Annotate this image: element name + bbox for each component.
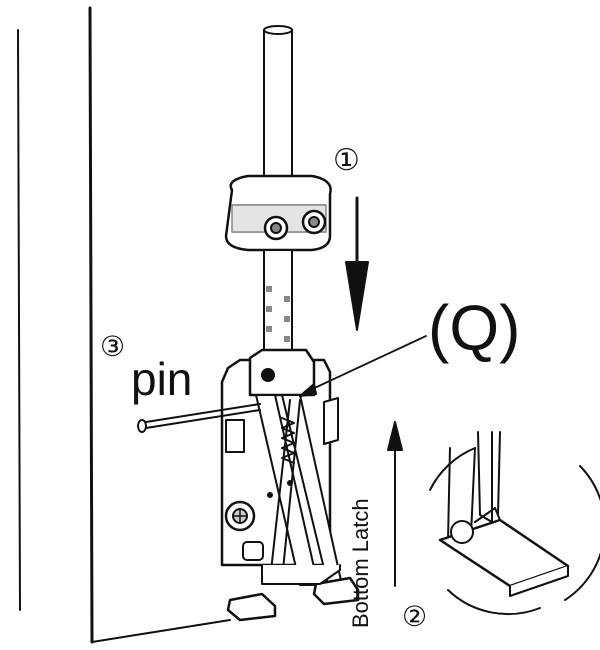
door-panel — [17, 6, 231, 644]
step-1-label: ① — [333, 143, 360, 178]
lower-rod — [263, 249, 293, 361]
up-arrow-icon — [387, 421, 403, 587]
magnified-latch-detail-icon — [419, 431, 600, 616]
rod-clamp-block — [224, 174, 332, 252]
bottom-latch-label: Bottom Latch — [348, 498, 373, 628]
pin-label: pin — [131, 353, 193, 405]
down-arrow-icon — [345, 196, 369, 331]
q-label: (Q) — [428, 292, 521, 364]
step-3-label: ③ — [100, 330, 126, 363]
step-2-label: ② — [402, 600, 428, 633]
q-leader-line — [299, 335, 427, 397]
pin — [137, 403, 261, 433]
vertical-rod — [263, 25, 293, 191]
bottom-latch-assembly — [220, 348, 360, 622]
